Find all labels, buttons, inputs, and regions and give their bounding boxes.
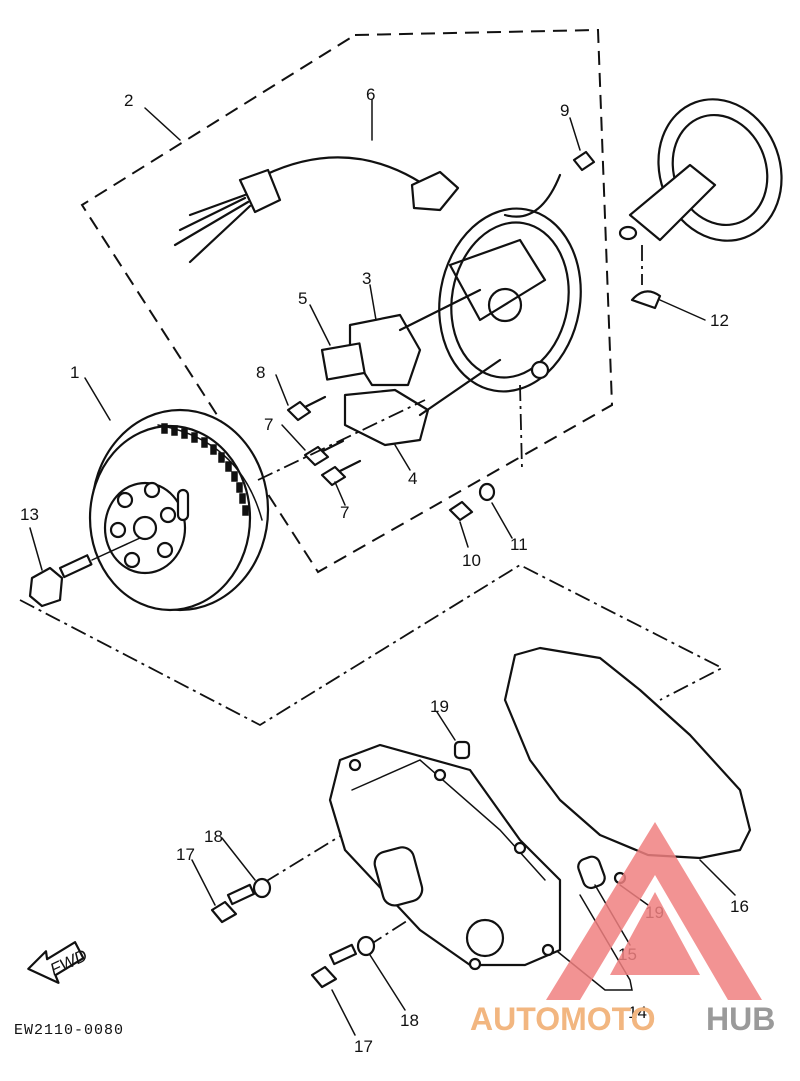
callout-7-upper: 7 [264,415,273,434]
watermark-text-primary: AUTOMOTO [470,1001,655,1037]
crankcase-bearing-housing [618,98,783,242]
cover-gasket [503,646,752,860]
callout-17-left: 17 [176,845,195,864]
callout-17-bottom: 17 [354,1037,373,1056]
callout-18-left: 18 [204,827,223,846]
flywheel-rotor [88,408,270,612]
pickup-coil [343,358,502,447]
callout-8: 8 [256,363,265,382]
watermark-logo: AUTOMOTO HUB [470,822,775,1037]
callout-10: 10 [462,551,481,570]
callout-5: 5 [298,289,307,308]
callout-14: 14 [628,1003,647,1022]
stator-base-plate [438,207,582,393]
callout-18-bottom: 18 [400,1011,419,1030]
callout-12: 12 [710,311,729,330]
watermark-text-secondary: HUB [706,1001,775,1037]
callout-9: 9 [560,101,569,120]
forward-direction-arrow: FWD [27,941,90,984]
callout-7-lower: 7 [340,503,349,522]
upper-assembly-outline [19,563,724,727]
stator-screws [286,150,596,522]
callout-6: 6 [366,85,375,104]
callout-1: 1 [70,363,79,382]
callout-19-upper: 19 [430,697,449,716]
callout-13: 13 [20,505,39,524]
cover-bolts [210,877,376,989]
brush-holder [320,342,366,381]
callout-16: 16 [730,897,749,916]
callout-4: 4 [408,469,417,488]
wire-harness [173,156,562,264]
assembly-leader-lines [257,245,643,947]
generator-cover [328,743,562,971]
callout-3: 3 [362,269,371,288]
callout-11: 11 [510,535,528,554]
callout-2: 2 [124,91,133,110]
drawing-code: EW2110-0080 [14,1022,124,1039]
woodruff-key [630,290,662,310]
flywheel-nut [28,537,141,608]
callout-leaders [29,99,736,1036]
stator-assembly-boundary [80,28,614,574]
